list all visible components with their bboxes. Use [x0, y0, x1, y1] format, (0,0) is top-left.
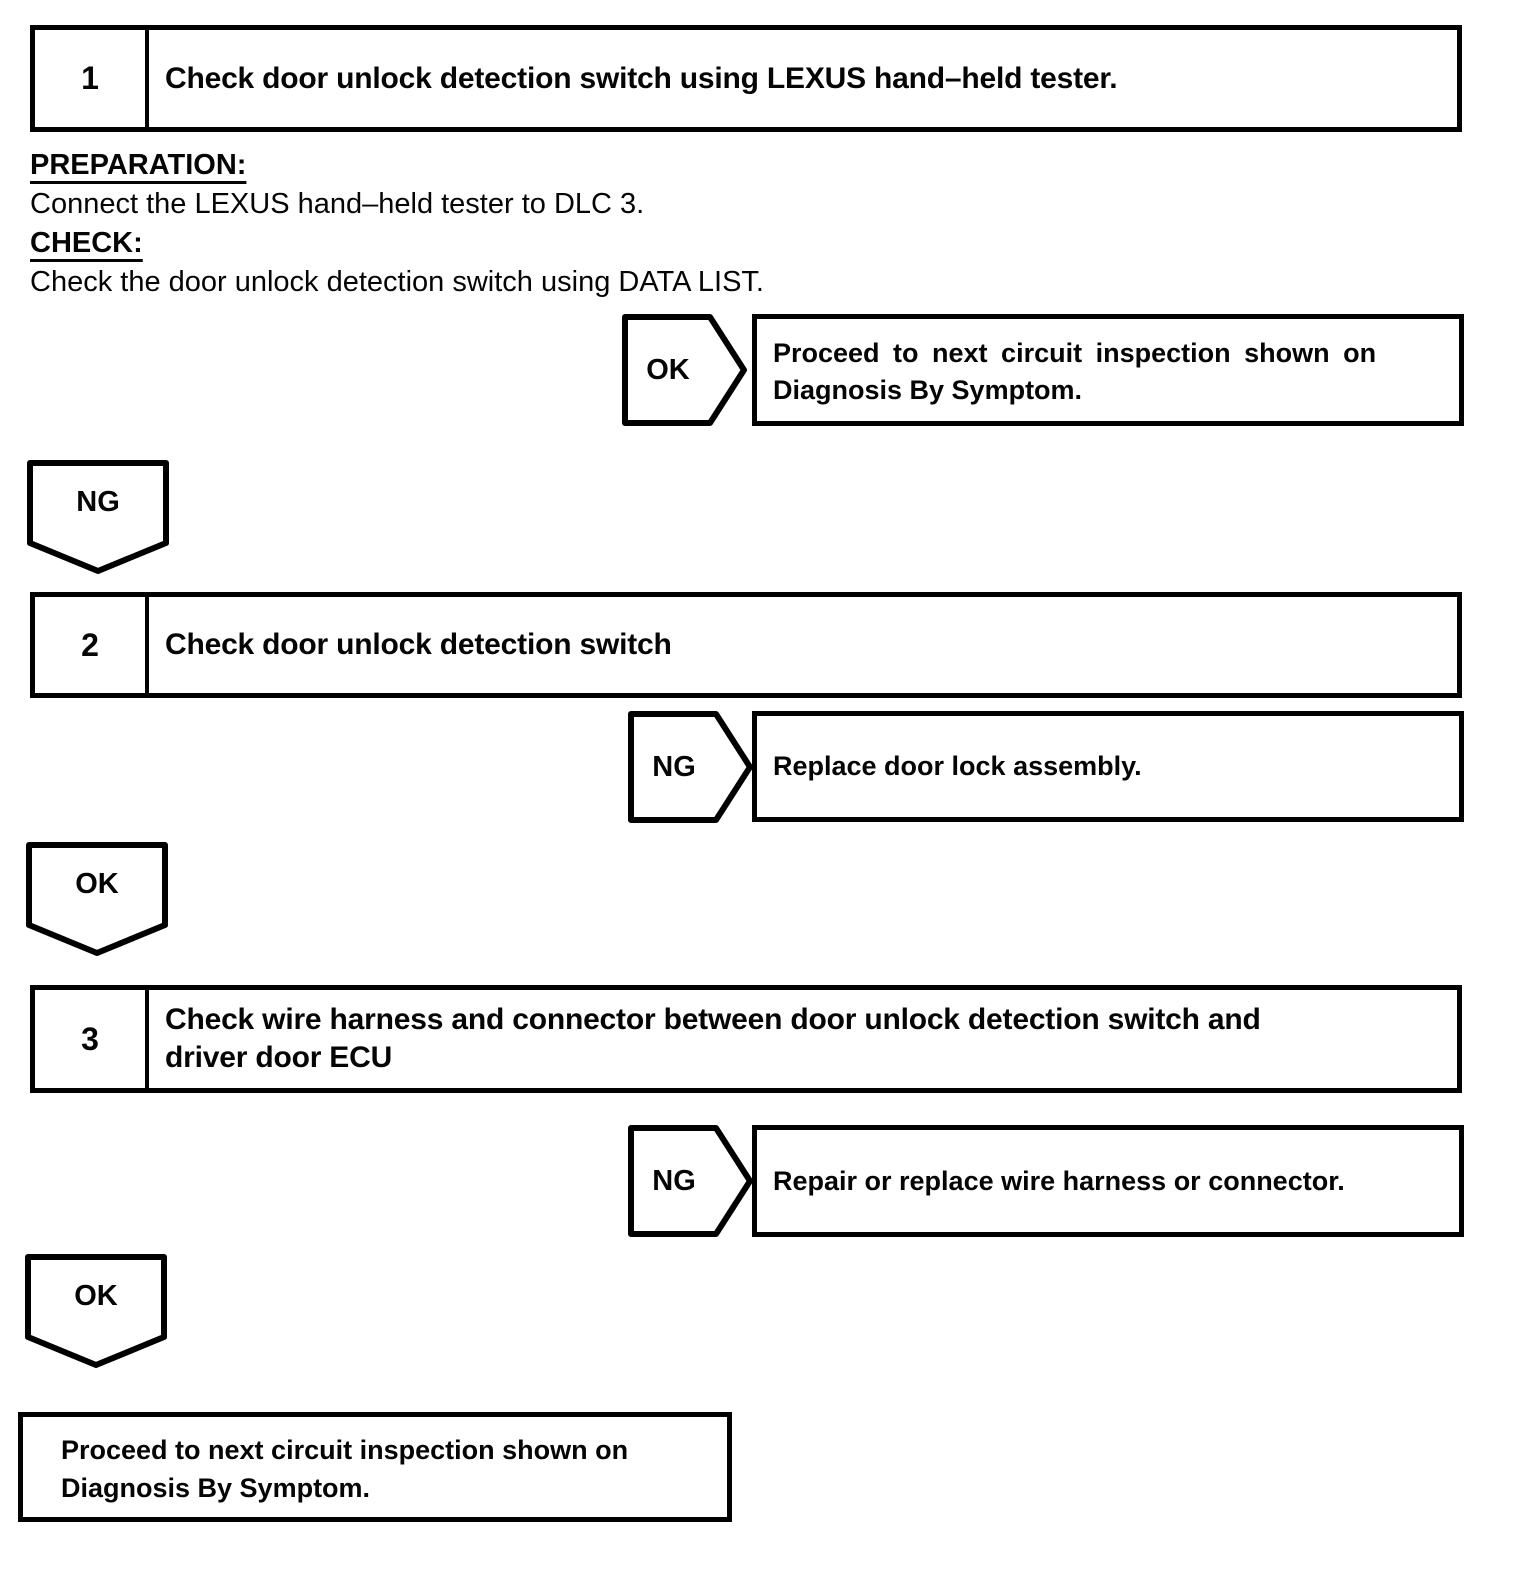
result-3-text: Repair or replace wire harness or connec… — [773, 1165, 1345, 1196]
step-3-title-line-2: driver door ECU — [165, 1041, 393, 1074]
down-arrow-shape — [26, 842, 168, 956]
result-box-1: Proceed to next circuit inspection shown… — [752, 314, 1464, 426]
ng-arrow-label-2: NG — [652, 750, 696, 783]
down-arrow-shape — [25, 1254, 167, 1368]
ok-down-arrow-2: OK — [26, 842, 168, 956]
result-1-line-2: Diagnosis By Symptom. — [773, 375, 1083, 405]
preparation-label: PREPARATION: — [30, 149, 247, 181]
right-arrow-shape — [628, 711, 753, 823]
procedure-text-block: PREPARATION: Connect the LEXUS hand–held… — [30, 146, 764, 302]
step-3-title-line-1: Check wire harness and connector between… — [165, 1003, 1261, 1036]
ok-down-arrow-label-2: OK — [75, 867, 119, 900]
ng-right-arrow-3: NG — [628, 1125, 754, 1237]
ng-down-arrow-label-1: NG — [76, 485, 120, 518]
ok-down-arrow-3: OK — [25, 1254, 167, 1368]
ng-down-arrow-1: NG — [27, 460, 169, 574]
step-3-box: 3 Check wire harness and connector betwe… — [30, 985, 1462, 1093]
result-1-line-1: Proceed to next circuit inspection shown… — [773, 338, 1377, 368]
ng-right-arrow-2: NG — [628, 711, 754, 823]
step-1-box: 1 Check door unlock detection switch usi… — [30, 25, 1462, 132]
ok-right-arrow-1: OK — [622, 314, 748, 426]
down-arrow-shape — [27, 460, 169, 574]
ok-down-arrow-label-3: OK — [74, 1279, 118, 1312]
final-outcome-box: Proceed to next circuit inspection shown… — [18, 1412, 732, 1522]
step-1-number: 1 — [35, 30, 149, 127]
ok-arrow-label-1: OK — [646, 353, 690, 386]
result-box-2: Replace door lock assembly. — [752, 711, 1464, 822]
right-arrow-shape — [628, 1125, 753, 1237]
result-box-3: Repair or replace wire harness or connec… — [752, 1125, 1464, 1237]
preparation-text: Connect the LEXUS hand–held tester to DL… — [30, 188, 645, 220]
ng-arrow-label-3: NG — [652, 1164, 696, 1197]
step-2-number: 2 — [35, 597, 149, 693]
step-2-box: 2 Check door unlock detection switch — [30, 592, 1462, 698]
step-3-number: 3 — [35, 990, 149, 1088]
final-line-2: Diagnosis By Symptom. — [61, 1473, 371, 1503]
result-2-text: Replace door lock assembly. — [773, 751, 1142, 781]
check-text: Check the door unlock detection switch u… — [30, 266, 764, 298]
final-line-1: Proceed to next circuit inspection shown… — [61, 1435, 629, 1465]
check-label: CHECK: — [30, 227, 143, 259]
step-1-title: Check door unlock detection switch using… — [165, 61, 1118, 95]
right-arrow-shape — [622, 314, 747, 426]
step-2-title: Check door unlock detection switch — [165, 628, 672, 661]
